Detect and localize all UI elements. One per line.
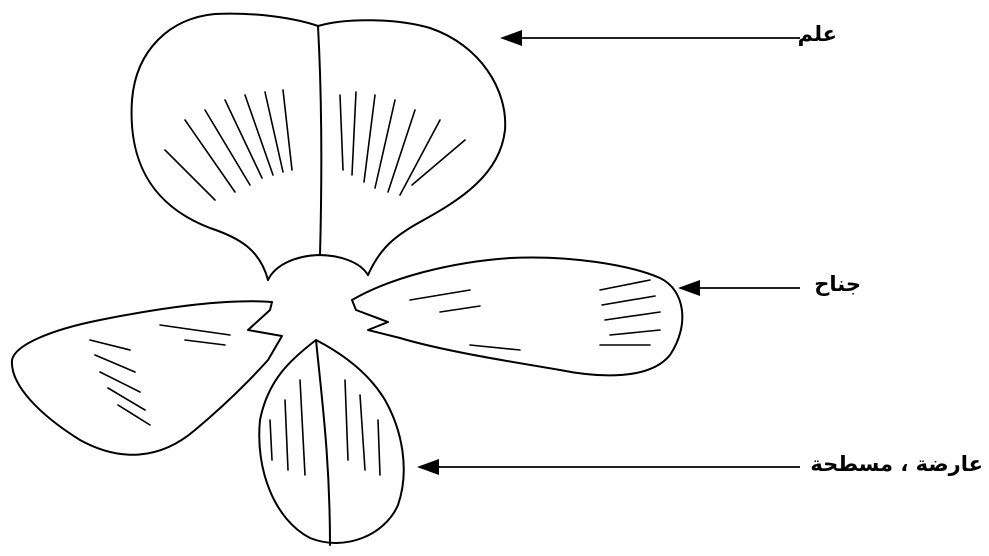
label-wing: جناح: [814, 272, 861, 296]
arrow-standard: [500, 30, 800, 46]
standard-petal-right: [318, 20, 505, 275]
arrow-keel: [417, 459, 800, 475]
wing-veins-right: [410, 280, 660, 350]
standard-veins-right: [340, 92, 465, 195]
wing-veins-left: [90, 325, 230, 425]
label-keel: عارضة ، مسطحة: [810, 452, 983, 476]
standard-fold-line: [318, 26, 321, 255]
wing-petal-left: [12, 301, 282, 455]
keel-midline: [316, 340, 330, 545]
standard-veins-left: [165, 90, 292, 200]
arrow-wing: [678, 280, 800, 296]
label-standard: علم: [798, 22, 837, 46]
keel-petal: [259, 340, 404, 543]
flower-center: [268, 255, 368, 280]
